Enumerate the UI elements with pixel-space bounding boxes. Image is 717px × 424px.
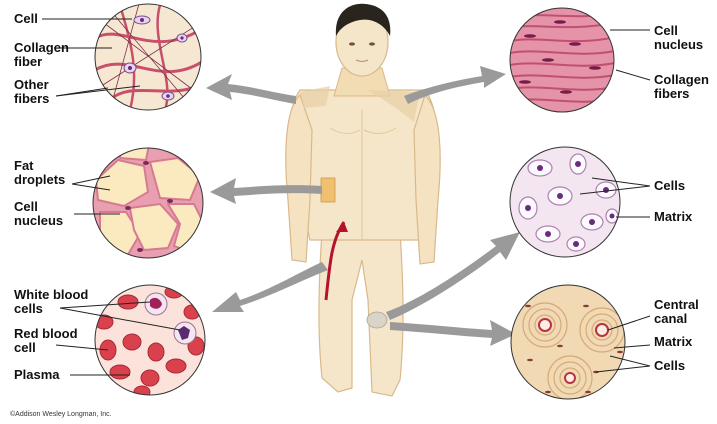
arrow-to-dense: [404, 66, 506, 104]
label-matrix-bone: Matrix: [654, 335, 692, 349]
label-cells-cartilage: Cells: [654, 179, 685, 193]
label-other-fibers: Other fibers: [14, 78, 49, 106]
dense-connective-tissue: [505, 8, 620, 112]
label-cell-nucleus-dense: Cell nucleus: [654, 24, 703, 52]
blood-tissue: [95, 285, 205, 398]
arrow-to-loose: [206, 74, 296, 104]
label-cells-bone: Cells: [654, 359, 685, 373]
arrow-to-blood: [212, 262, 328, 312]
copyright-text: ©Addison Wesley Longman, Inc.: [10, 411, 112, 418]
label-cell: Cell: [14, 12, 38, 26]
label-collagen-fiber: Collagen fiber: [14, 41, 69, 69]
arrow-to-bone: [390, 320, 516, 346]
cartilage-tissue: [510, 147, 620, 257]
label-white-blood-cells: White blood cells: [14, 288, 88, 316]
loose-connective-tissue: [92, 0, 205, 110]
label-central-canal: Central canal: [654, 298, 699, 326]
human-figure: [286, 4, 440, 396]
label-matrix-cartilage: Matrix: [654, 210, 692, 224]
label-cell-nucleus-fat: Cell nucleus: [14, 200, 63, 228]
adipose-tissue: [93, 140, 206, 258]
label-red-blood-cell: Red blood cell: [14, 327, 78, 355]
label-collagen-fibers: Collagen fibers: [654, 73, 709, 101]
bone-tissue: [511, 285, 625, 400]
label-plasma: Plasma: [14, 368, 60, 382]
arrow-to-cartilage: [386, 232, 520, 320]
label-fat-droplets: Fat droplets: [14, 159, 65, 187]
